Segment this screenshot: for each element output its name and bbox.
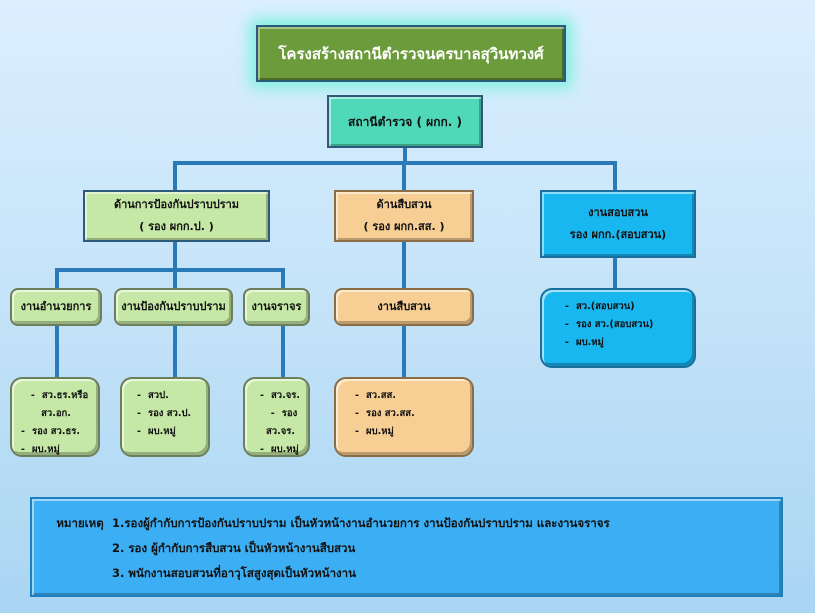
- connector: [613, 258, 617, 288]
- staff-item: สว.ธร.หรือ สว.อก.: [14, 387, 98, 423]
- note-item: 2. รอง ผู้กำกับการสืบสวน เป็นหัวหน้างานส…: [112, 541, 356, 555]
- staff-item: สว.สส.: [348, 387, 396, 405]
- connector: [403, 148, 407, 165]
- unit-admin: งานอำนวยการ: [10, 288, 102, 326]
- connector: [55, 326, 59, 377]
- staff-item: รอง สว.ธร.: [14, 423, 80, 441]
- connector: [281, 268, 285, 288]
- division-head: ( รอง ผกก.สส. ): [363, 220, 445, 233]
- staff-item: ผบ.หมู่: [253, 441, 299, 459]
- connector: [281, 326, 285, 377]
- station-box: สถานีตำรวจ ( ผกก. ): [327, 95, 483, 148]
- connector: [613, 161, 617, 190]
- note-item: 1.รองผู้กำกับการป้องกันปราบปราม เป็นหัวห…: [112, 516, 610, 530]
- connector: [55, 268, 59, 288]
- division-head: รอง ผกก.(สอบสวน): [569, 228, 667, 241]
- connector: [55, 268, 285, 272]
- connector: [402, 326, 406, 377]
- division-name: งานสอบสวน: [588, 206, 648, 219]
- unit-prevention: งานป้องกันปราบปราม: [114, 288, 233, 326]
- staff-item: รอง สว.จร.: [253, 405, 308, 441]
- staff-list-prevention: สวป.รอง สว.ป.ผบ.หมู่: [120, 377, 210, 457]
- staff-list-inquiry: สว.(สอบสวน)รอง สว.(สอบสวน)ผบ.หมู่: [540, 288, 696, 368]
- staff-item: ผบ.หมู่: [348, 423, 394, 441]
- staff-item: สว.(สอบสวน): [558, 298, 635, 316]
- division-inquiry: งานสอบสวนรอง ผกก.(สอบสวน): [540, 190, 696, 258]
- connector: [173, 161, 617, 165]
- connector: [402, 161, 406, 190]
- division-head: ( รอง ผกก.ป. ): [139, 220, 214, 233]
- staff-list-admin: สว.ธร.หรือ สว.อก.รอง สว.ธร.ผบ.หมู่: [10, 377, 100, 457]
- staff-item: รอง สว.(สอบสวน): [558, 316, 653, 334]
- staff-list-investigation: สว.สส.รอง สว.สส.ผบ.หมู่: [334, 377, 474, 457]
- staff-item: สวป.: [130, 387, 169, 405]
- staff-item: รอง สว.ป.: [130, 405, 191, 423]
- connector: [402, 242, 406, 288]
- staff-item: ผบ.หมู่: [558, 334, 604, 352]
- connector: [173, 326, 177, 377]
- staff-list-traffic: สว.จร.รอง สว.จร.ผบ.หมู่: [243, 377, 310, 457]
- staff-item: ผบ.หมู่: [14, 441, 60, 459]
- staff-item: ผบ.หมู่: [130, 423, 176, 441]
- chart-title: โครงสร้างสถานีตำรวจนครบาลสุวินทวงศ์: [256, 25, 566, 82]
- division-name: ด้านการป้องกันปราบปราม: [113, 198, 240, 211]
- connector: [173, 268, 177, 288]
- unit-traffic: งานจราจร: [243, 288, 310, 326]
- unit-investigation: งานสืบสวน: [334, 288, 474, 326]
- note-box: หมายเหตุ 1.รองผู้กำกับการป้องกันปราบปราม …: [30, 497, 783, 597]
- note-label: หมายเหตุ: [56, 516, 104, 530]
- staff-item: สว.จร.: [253, 387, 300, 405]
- division-investigation: ด้านสืบสวน ( รอง ผกก.สส. ): [334, 190, 474, 242]
- division-prevention: ด้านการป้องกันปราบปราม ( รอง ผกก.ป. ): [83, 190, 270, 242]
- connector: [173, 161, 177, 190]
- connector: [173, 242, 177, 272]
- note-item: 3. พนักงานสอบสวนที่อาวุโสสูงสุดเป็นหัวหน…: [112, 566, 356, 580]
- division-name: ด้านสืบสวน: [376, 198, 432, 211]
- staff-item: รอง สว.สส.: [348, 405, 415, 423]
